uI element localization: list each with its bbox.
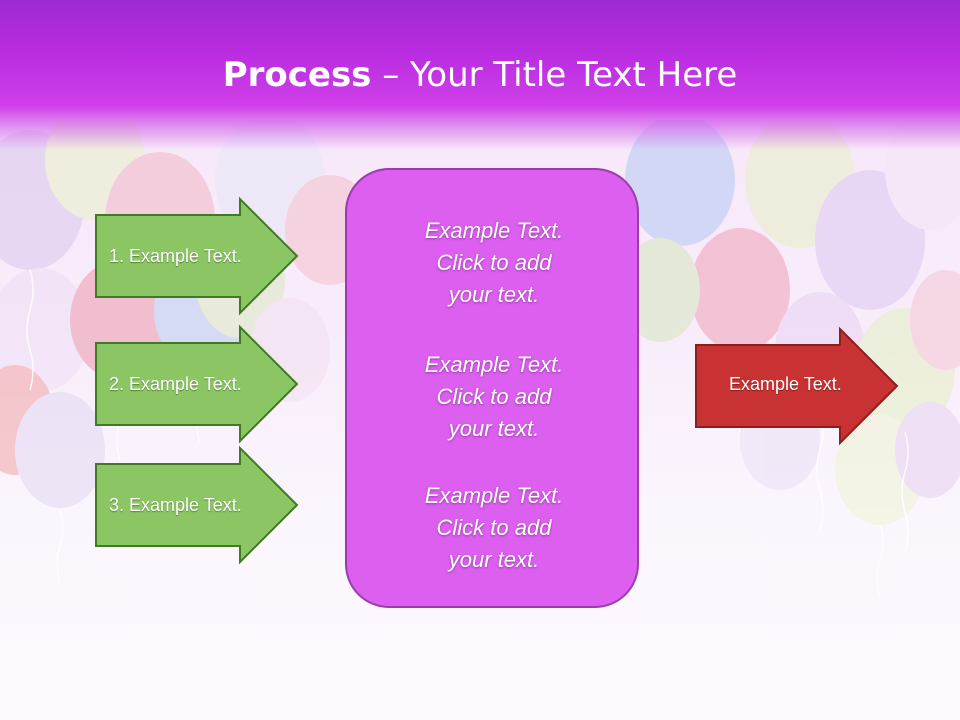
center-text-block-3: Example Text. Click to add your text.	[347, 480, 641, 576]
block-1-line-3: your text.	[448, 282, 540, 307]
block-3-line-3: your text.	[448, 547, 540, 572]
header-band	[0, 0, 960, 150]
green-arrow-2-label: 2. Example Text.	[109, 374, 242, 394]
green-arrow-1[interactable]	[95, 196, 299, 316]
slide-title[interactable]: Process – Your Title Text Here	[0, 52, 960, 98]
red-arrow[interactable]	[695, 326, 899, 446]
green-arrow-3-label: 3. Example Text.	[109, 495, 242, 515]
center-text-block-2: Example Text. Click to add your text.	[347, 349, 641, 445]
block-2-line-1: Example Text.	[424, 352, 564, 377]
block-3-line-1: Example Text.	[424, 483, 564, 508]
block-3-line-2: Click to add	[436, 515, 552, 540]
center-text-box[interactable]: Example Text. Click to add your text. Ex…	[345, 168, 639, 608]
green-arrow-1-label: 1. Example Text.	[109, 246, 242, 266]
title-bold: Process	[222, 55, 372, 95]
block-1-line-1: Example Text.	[424, 218, 564, 243]
red-arrow-label: Example Text.	[729, 374, 842, 394]
block-2-line-3: your text.	[448, 416, 540, 441]
block-1-line-2: Click to add	[436, 250, 552, 275]
title-rest: – Your Title Text Here	[371, 55, 738, 95]
green-arrow-3[interactable]	[95, 445, 299, 565]
green-arrow-2[interactable]	[95, 324, 299, 444]
block-2-line-2: Click to add	[436, 384, 552, 409]
center-text-block-1: Example Text. Click to add your text.	[347, 215, 641, 311]
